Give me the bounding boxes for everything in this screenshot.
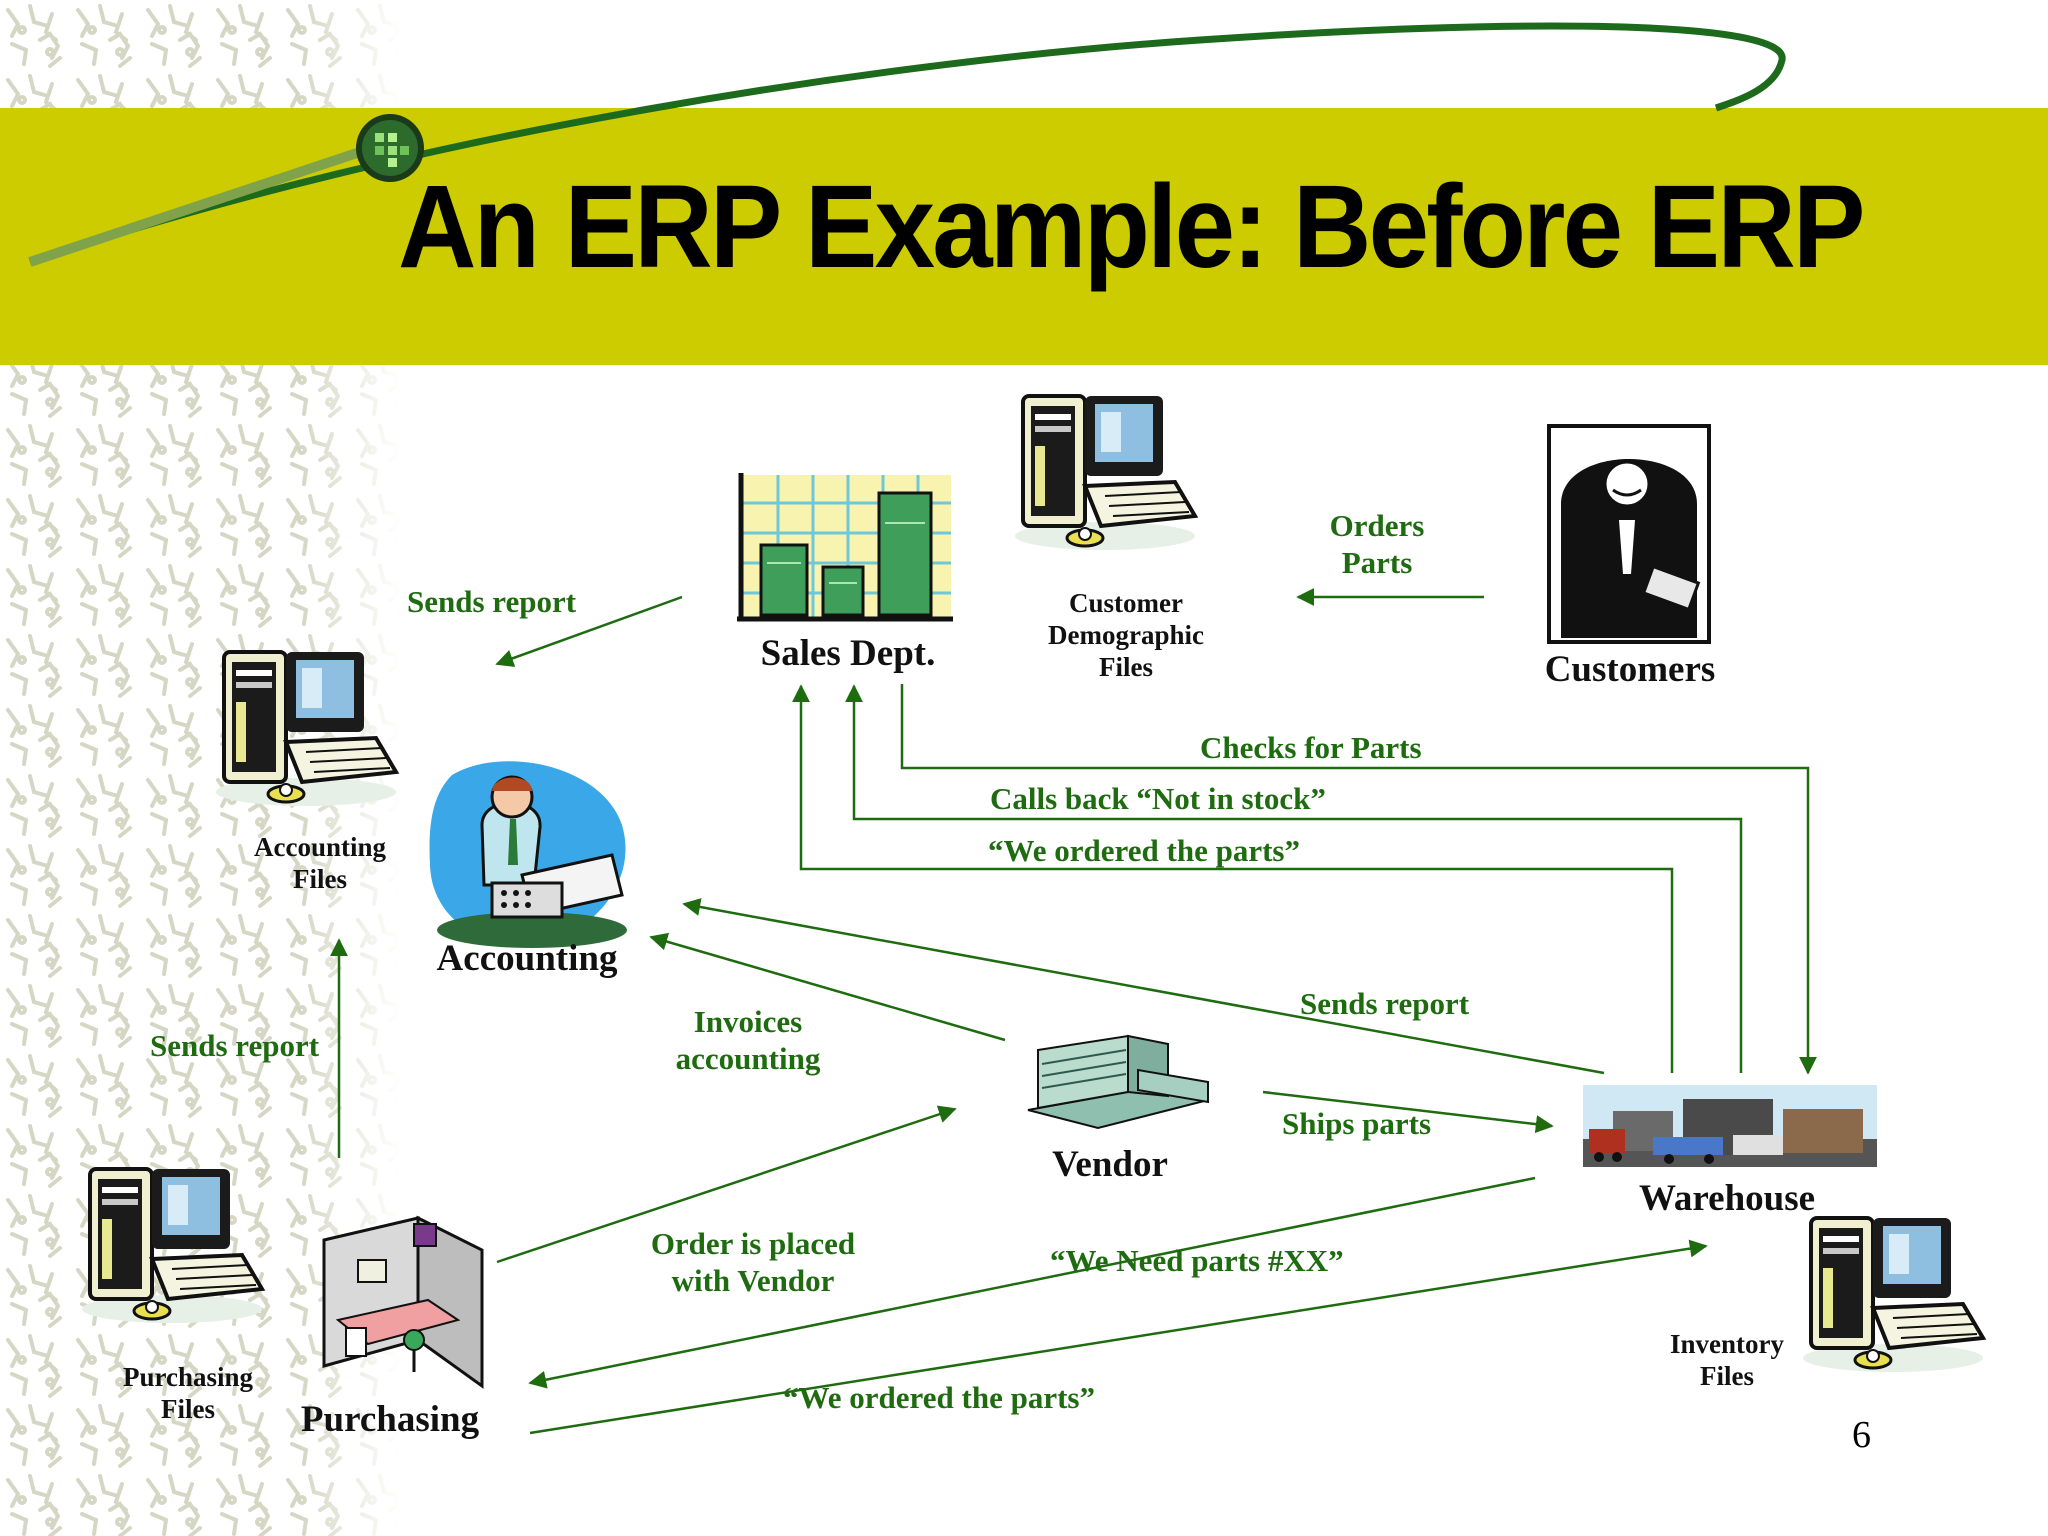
arrow-calls-back xyxy=(845,684,1743,1073)
node-accounting: Accounting xyxy=(436,938,618,979)
customer-files-label: Customer Demographic Files xyxy=(1048,588,1204,684)
slide-title: An ERP Example: Before ERP xyxy=(398,161,1865,293)
flow-we-ordered-purchasing: “We ordered the parts” xyxy=(783,1380,1095,1415)
flow-we-ordered-sales: “We ordered the parts” xyxy=(988,833,1300,868)
flow-label-line: accounting xyxy=(675,1040,821,1076)
node-sales-dept: Sales Dept. xyxy=(760,633,936,674)
arrow-ships-parts xyxy=(1262,1090,1554,1134)
inventory-files-label: Inventory Files xyxy=(1670,1329,1784,1393)
flow-orders-parts: Orders Parts xyxy=(1330,508,1425,581)
computer-icon xyxy=(1793,1208,1993,1378)
file-label-line: Files xyxy=(1098,651,1153,682)
file-label-line: Inventory xyxy=(1670,1329,1784,1359)
file-label-line: Accounting xyxy=(253,832,387,862)
flow-sends-report-purchasing: Sends report xyxy=(150,1028,320,1063)
file-label-line: Files xyxy=(292,863,347,894)
file-label-line: Demographic xyxy=(1048,619,1204,650)
flow-invoices: Invoices accounting xyxy=(676,1004,821,1077)
flow-label-line: with Vendor xyxy=(671,1262,835,1298)
arrow-we-ordered-sales xyxy=(792,684,1674,1073)
cubicle-icon xyxy=(322,1215,484,1389)
computer-icon xyxy=(1005,386,1205,556)
flow-label-line: Parts xyxy=(1341,544,1413,580)
accountant-icon xyxy=(429,761,627,948)
sales-chart-icon xyxy=(737,473,953,622)
arrow-invoices xyxy=(649,932,1006,1042)
node-vendor: Vendor xyxy=(1052,1144,1168,1185)
warehouse-icon xyxy=(1583,1085,1877,1167)
file-label-line: Purchasing xyxy=(122,1362,254,1392)
flow-label-line: Orders xyxy=(1329,508,1425,543)
accounting-files-label: Accounting Files xyxy=(254,832,386,896)
flow-ships-parts: Ships parts xyxy=(1282,1106,1432,1141)
flow-sends-report-warehouse: Sends report xyxy=(1300,986,1470,1021)
computer-icon xyxy=(206,642,406,812)
flow-label-line: Order is placed xyxy=(650,1226,856,1261)
flow-order-placed: Order is placed with Vendor xyxy=(651,1226,855,1299)
flow-label-line: Invoices xyxy=(693,1004,803,1039)
arrow-order-placed xyxy=(496,1105,957,1264)
flow-checks-for-parts: Checks for Parts xyxy=(1200,730,1422,765)
purchasing-files-label: Purchasing Files xyxy=(123,1362,253,1426)
file-label-line: Files xyxy=(1700,1360,1754,1391)
node-purchasing: Purchasing xyxy=(300,1399,480,1440)
arrow-we-ordered-purchasing xyxy=(529,1239,1708,1435)
arrow-checks-for-parts xyxy=(900,684,1817,1075)
flow-we-need-parts: “We Need parts #XX” xyxy=(1050,1243,1344,1278)
arrow-sends-report-warehouse xyxy=(682,898,1605,1075)
vendor-building-icon xyxy=(1027,1034,1209,1130)
file-label-line: Files xyxy=(161,1393,215,1424)
slide-number: 6 xyxy=(1852,1414,1871,1456)
file-label-line: Customer xyxy=(1069,588,1183,618)
flow-calls-back: Calls back “Not in stock” xyxy=(990,781,1326,816)
computer-icon xyxy=(72,1159,272,1329)
flow-sends-report-sales: Sends report xyxy=(407,584,577,619)
arrow-we-need-parts xyxy=(528,1176,1536,1389)
node-customers: Customers xyxy=(1544,649,1716,690)
arrow-sends-report-sales xyxy=(495,595,683,667)
customer-man-icon xyxy=(1547,424,1711,644)
node-warehouse: Warehouse xyxy=(1638,1178,1816,1219)
